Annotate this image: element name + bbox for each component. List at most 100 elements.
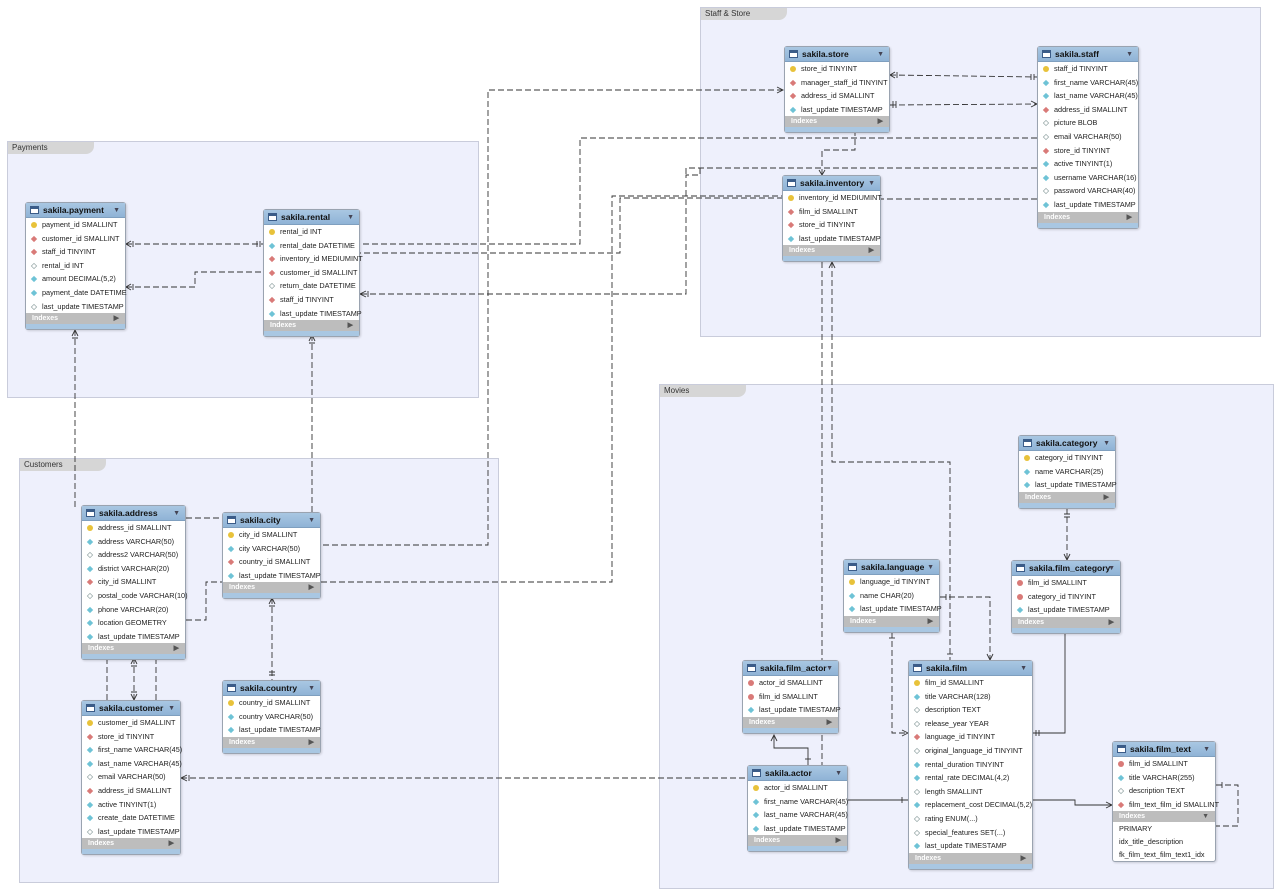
indexes-bar[interactable]: Indexes▶ bbox=[909, 852, 1032, 864]
column-row[interactable]: description TEXT bbox=[1113, 784, 1215, 798]
table-header[interactable]: sakila.rental▼ bbox=[264, 210, 359, 225]
table-header[interactable]: sakila.film▼ bbox=[909, 661, 1032, 676]
table-header[interactable]: sakila.city▼ bbox=[223, 513, 320, 528]
table-header[interactable]: sakila.language▼ bbox=[844, 560, 939, 575]
indexes-bar[interactable]: Indexes▶ bbox=[743, 716, 838, 728]
column-row[interactable]: username VARCHAR(16) bbox=[1038, 171, 1138, 185]
expand-arrow-icon[interactable]: ▶ bbox=[347, 322, 353, 330]
column-row[interactable]: customer_id SMALLINT bbox=[264, 266, 359, 280]
column-row[interactable]: picture BLOB bbox=[1038, 116, 1138, 130]
collapse-arrow-icon[interactable]: ▼ bbox=[308, 517, 315, 524]
column-row[interactable]: return_date DATETIME bbox=[264, 279, 359, 293]
column-row[interactable]: film_id SMALLINT bbox=[1113, 757, 1215, 771]
column-row[interactable]: last_update TIMESTAMP bbox=[223, 723, 321, 737]
column-row[interactable]: customer_id SMALLINT bbox=[82, 716, 180, 730]
column-row[interactable]: city_id SMALLINT bbox=[223, 528, 320, 542]
expand-arrow-icon[interactable]: ▶ bbox=[868, 247, 874, 255]
index-item[interactable]: idx_title_description bbox=[1119, 837, 1184, 847]
expand-arrow-icon[interactable]: ▶ bbox=[877, 118, 883, 126]
column-row[interactable]: inventory_id MEDIUMINT bbox=[264, 252, 363, 266]
index-item[interactable]: fk_film_text_film_text1_idx bbox=[1119, 850, 1205, 860]
column-row[interactable]: last_name VARCHAR(45) bbox=[748, 808, 848, 822]
column-row[interactable]: last_update TIMESTAMP bbox=[844, 602, 942, 616]
column-row[interactable]: active TINYINT(1) bbox=[1038, 157, 1138, 171]
column-row[interactable]: film_id SMALLINT bbox=[743, 690, 838, 704]
column-row[interactable]: staff_id TINYINT bbox=[26, 245, 125, 259]
column-row[interactable]: address_id SMALLINT bbox=[785, 89, 889, 103]
indexes-bar[interactable]: Indexes▶ bbox=[1012, 616, 1120, 628]
collapse-arrow-icon[interactable]: ▼ bbox=[308, 685, 315, 692]
column-row[interactable]: last_update TIMESTAMP bbox=[82, 630, 185, 644]
column-row[interactable]: language_id TINYINT bbox=[844, 575, 939, 589]
column-row[interactable]: address_id SMALLINT bbox=[1038, 103, 1138, 117]
collapse-arrow-icon[interactable]: ▼ bbox=[1020, 665, 1027, 672]
column-row[interactable]: last_name VARCHAR(45) bbox=[1038, 89, 1138, 103]
expand-arrow-icon[interactable]: ▶ bbox=[1108, 618, 1114, 626]
indexes-bar[interactable]: Indexes▶ bbox=[783, 245, 880, 257]
indexes-bar[interactable]: Indexes▶ bbox=[1019, 491, 1115, 503]
expand-arrow-icon[interactable]: ▶ bbox=[1103, 493, 1109, 501]
column-row[interactable]: last_update TIMESTAMP bbox=[264, 307, 362, 321]
collapse-arrow-icon[interactable]: ▼ bbox=[1103, 440, 1110, 447]
expand-arrow-icon[interactable]: ▶ bbox=[1126, 213, 1132, 221]
column-row[interactable]: last_update TIMESTAMP bbox=[909, 839, 1032, 853]
collapse-arrow-icon[interactable]: ▼ bbox=[173, 510, 180, 517]
table-header[interactable]: sakila.store▼ bbox=[785, 47, 889, 62]
column-row[interactable]: create_date DATETIME bbox=[82, 811, 180, 825]
column-row[interactable]: store_id TINYINT bbox=[783, 218, 880, 232]
column-row[interactable]: rating ENUM(...) bbox=[909, 812, 1032, 826]
column-row[interactable]: active TINYINT(1) bbox=[82, 798, 180, 812]
collapse-arrow-icon[interactable]: ▼ bbox=[1126, 51, 1133, 58]
indexes-bar[interactable]: Indexes▶ bbox=[844, 615, 939, 627]
table-header[interactable]: sakila.customer▼ bbox=[82, 701, 180, 716]
table-header[interactable]: sakila.country▼ bbox=[223, 681, 320, 696]
column-row[interactable]: special_features SET(...) bbox=[909, 826, 1032, 840]
column-row[interactable]: store_id TINYINT bbox=[82, 730, 180, 744]
collapse-arrow-icon[interactable]: ▼ bbox=[927, 564, 934, 571]
column-row[interactable]: description TEXT bbox=[909, 703, 1032, 717]
column-row[interactable]: rental_id INT bbox=[26, 259, 125, 273]
column-row[interactable]: language_id TINYINT bbox=[909, 730, 1032, 744]
column-row[interactable]: address VARCHAR(50) bbox=[82, 535, 185, 549]
table-header[interactable]: sakila.inventory▼ bbox=[783, 176, 880, 191]
column-row[interactable]: last_update TIMESTAMP bbox=[1019, 478, 1117, 492]
expand-arrow-icon[interactable]: ▶ bbox=[113, 315, 119, 323]
indexes-bar[interactable]: Indexes▶ bbox=[748, 835, 847, 847]
column-row[interactable]: phone VARCHAR(20) bbox=[82, 603, 185, 617]
column-row[interactable]: address2 VARCHAR(50) bbox=[82, 548, 185, 562]
indexes-bar[interactable]: Indexes▶ bbox=[264, 320, 359, 332]
expand-arrow-icon[interactable]: ▶ bbox=[168, 840, 174, 848]
column-row[interactable]: city VARCHAR(50) bbox=[223, 542, 320, 556]
column-row[interactable]: address_id SMALLINT bbox=[82, 521, 185, 535]
table-header[interactable]: sakila.actor▼ bbox=[748, 766, 847, 781]
collapse-arrow-icon[interactable]: ▼ bbox=[347, 214, 354, 221]
column-row[interactable]: rental_id INT bbox=[264, 225, 359, 239]
collapse-arrow-icon[interactable]: ▼ bbox=[1108, 565, 1115, 572]
collapse-arrow-icon[interactable]: ▼ bbox=[168, 705, 175, 712]
index-item[interactable]: PRIMARY bbox=[1119, 824, 1153, 834]
column-row[interactable]: rental_date DATETIME bbox=[264, 239, 359, 253]
column-row[interactable]: rental_duration TINYINT bbox=[909, 758, 1032, 772]
column-row[interactable]: email VARCHAR(50) bbox=[82, 770, 180, 784]
column-row[interactable]: last_update TIMESTAMP bbox=[1012, 603, 1120, 617]
column-row[interactable]: original_language_id TINYINT bbox=[909, 744, 1032, 758]
column-row[interactable]: category_id TINYINT bbox=[1012, 590, 1120, 604]
expand-arrow-icon[interactable]: ▶ bbox=[835, 837, 841, 845]
column-row[interactable]: payment_date DATETIME bbox=[26, 286, 127, 300]
indexes-bar[interactable]: Indexes▶ bbox=[82, 643, 185, 655]
column-row[interactable]: location GEOMETRY bbox=[82, 616, 185, 630]
column-row[interactable]: last_update TIMESTAMP bbox=[223, 569, 321, 583]
table-header[interactable]: sakila.film_actor▼ bbox=[743, 661, 838, 676]
column-row[interactable]: film_id SMALLINT bbox=[1012, 576, 1120, 590]
expand-arrow-icon[interactable]: ▶ bbox=[927, 617, 933, 625]
